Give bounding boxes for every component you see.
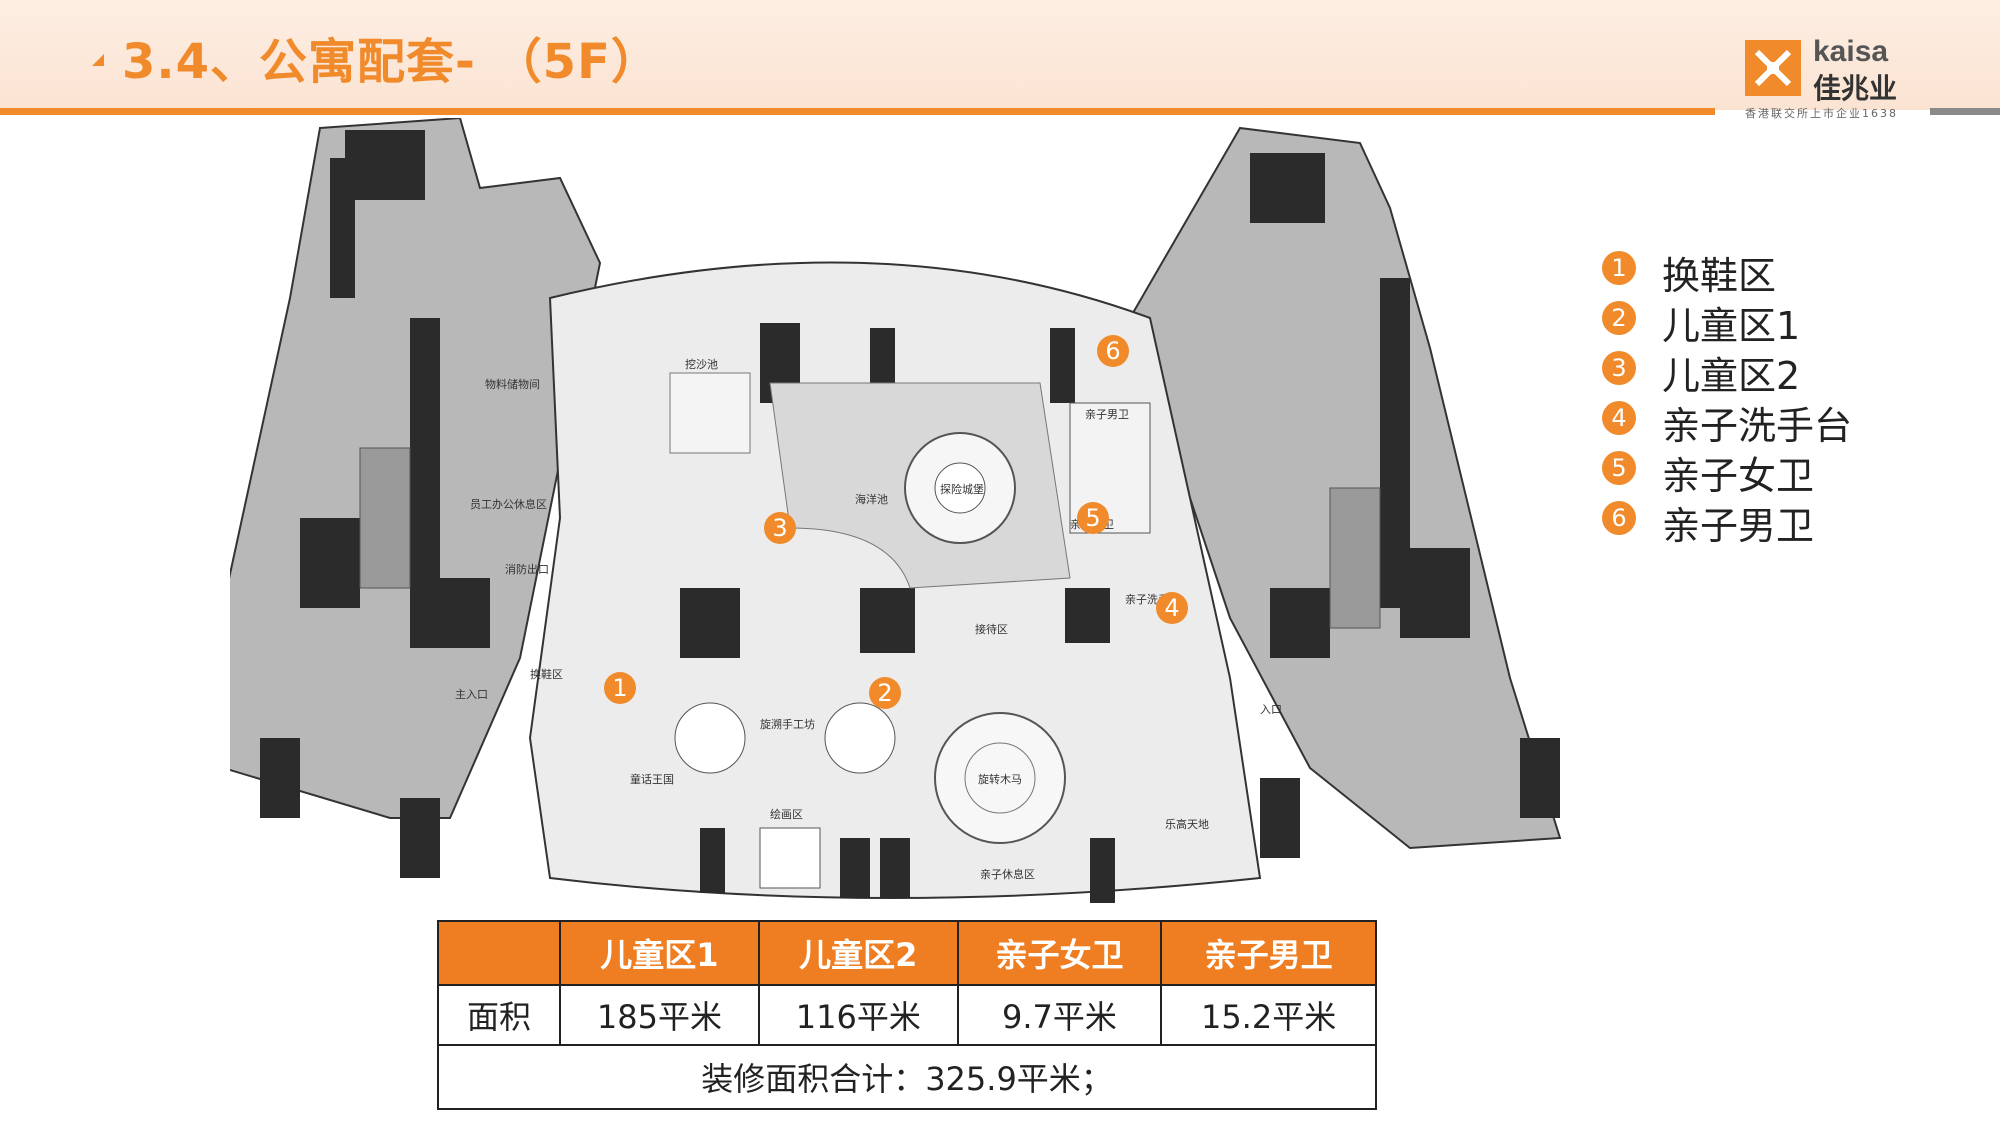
legend-label: 亲子洗手台	[1662, 404, 1853, 448]
legend-label: 儿童区1	[1662, 304, 1801, 348]
table-row-label: 面积	[437, 984, 561, 1046]
marker-3	[764, 512, 796, 544]
label-ocean-pool: 海洋池	[855, 492, 888, 506]
logo-subtitle: 香港联交所上市企业1638	[1745, 107, 1898, 120]
label-fire-exit: 消防出口	[505, 562, 549, 576]
table-header: 儿童区1	[559, 920, 760, 986]
marker-4	[1156, 592, 1188, 624]
legend-number: 4	[1602, 401, 1636, 435]
kaisa-logo: kaisa 佳兆业 香港联交所上市企业1638	[1745, 35, 1975, 120]
floor-plan: 物料储物间 员工办公休息区 消防出口 主入口 挖沙池 海洋池 探险城堡 亲子男卫…	[230, 118, 1562, 903]
logo-english: kaisa	[1813, 35, 1889, 68]
legend-number: 6	[1602, 501, 1636, 535]
drawing-table	[759, 827, 821, 889]
carousel	[934, 712, 1066, 844]
label-fairy: 童话王国	[630, 772, 674, 786]
craft-table-1	[674, 702, 746, 774]
marker-5-text: 5	[1085, 504, 1100, 532]
sand-pool	[669, 372, 751, 454]
table-header-empty	[437, 920, 561, 986]
label-rest: 亲子休息区	[980, 867, 1035, 881]
label-office: 员工办公休息区	[470, 497, 547, 511]
logo-mark-icon	[1745, 40, 1801, 96]
marker-2-text: 2	[877, 679, 892, 707]
marker-4-text: 4	[1164, 594, 1179, 622]
table-cell: 185平米	[559, 984, 760, 1046]
label-carousel: 旋转木马	[978, 772, 1022, 786]
table-header-row: 儿童区1 儿童区2 亲子女卫 亲子男卫	[437, 920, 1377, 986]
table-row: 面积 185平米 116平米 9.7平米 15.2平米	[437, 984, 1377, 1046]
label-castle: 探险城堡	[940, 482, 984, 496]
area-table: 儿童区1 儿童区2 亲子女卫 亲子男卫 面积 185平米 116平米 9.7平米…	[437, 920, 1377, 1110]
legend-label: 儿童区2	[1662, 354, 1801, 398]
legend-number: 3	[1602, 351, 1636, 385]
label-shoe: 换鞋区	[530, 667, 563, 681]
label-main-entrance: 主入口	[455, 688, 488, 701]
marker-3-text: 3	[772, 514, 787, 542]
label-entrance2: 入口	[1260, 703, 1282, 716]
stairs	[359, 447, 1381, 629]
walls	[260, 130, 1560, 903]
marker-1-text: 1	[612, 674, 627, 702]
label-craft: 旋溯手工坊	[760, 717, 815, 731]
table-cell: 15.2平米	[1160, 984, 1377, 1046]
table-header: 儿童区2	[757, 920, 959, 986]
marker-1	[604, 672, 636, 704]
label-drawing: 绘画区	[770, 807, 803, 821]
label-storage: 物料储物间	[485, 377, 540, 391]
table-cell: 116平米	[757, 984, 959, 1046]
table-total: 装修面积合计：325.9平米；	[437, 1044, 1377, 1110]
header-banner	[0, 0, 2000, 110]
logo-chinese: 佳兆业	[1813, 72, 1898, 105]
legend-number: 2	[1602, 301, 1636, 335]
table-cell: 9.7平米	[956, 984, 1163, 1046]
marker-6-text: 6	[1105, 337, 1120, 365]
legend-label: 换鞋区	[1662, 254, 1777, 298]
marker-6	[1097, 335, 1129, 367]
marker-5	[1077, 502, 1109, 534]
table-total-row: 装修面积合计：325.9平米；	[437, 1044, 1377, 1110]
table-header: 亲子女卫	[956, 920, 1163, 986]
legend-number: 1	[1602, 251, 1636, 285]
page-title: 3.4、公寓配套- （5F）	[122, 34, 660, 90]
title-triangle-icon	[92, 54, 104, 66]
table-header: 亲子男卫	[1160, 920, 1377, 986]
label-sand-pool: 挖沙池	[685, 357, 718, 371]
craft-table-2	[824, 702, 896, 774]
label-music: 乐高天地	[1165, 817, 1209, 831]
header-divider-gray	[1930, 108, 2000, 115]
header-divider	[0, 108, 1715, 115]
legend-number: 5	[1602, 451, 1636, 485]
label-reception: 接待区	[975, 622, 1008, 636]
legend-label: 亲子男卫	[1662, 504, 1815, 548]
label-male-wc: 亲子男卫	[1085, 407, 1129, 421]
legend-label: 亲子女卫	[1662, 454, 1815, 498]
marker-2	[869, 677, 901, 709]
